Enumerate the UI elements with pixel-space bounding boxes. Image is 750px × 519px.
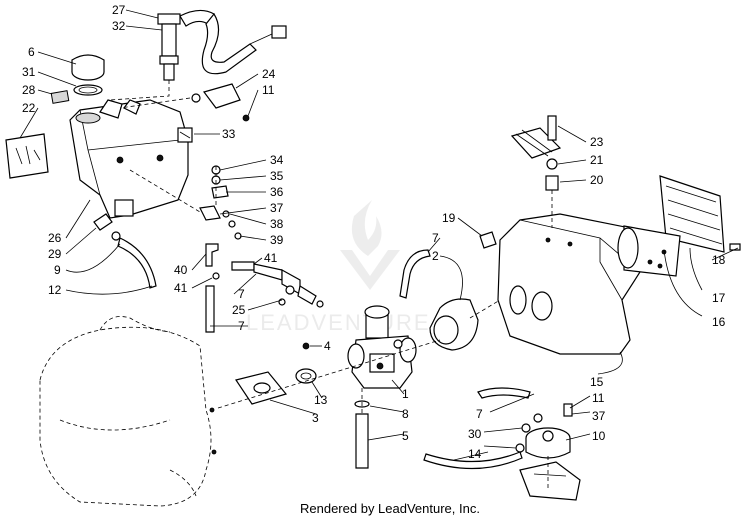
callout-12: 12 xyxy=(48,283,62,297)
footer-credit: Rendered by LeadVenture, Inc. xyxy=(300,501,480,516)
fuel-pump xyxy=(525,427,571,459)
silencer-bracket xyxy=(510,115,562,228)
callout-7: 7 xyxy=(476,407,483,421)
air-silencer-group xyxy=(479,115,741,355)
leader-lines xyxy=(19,9,739,461)
callout-7: 7 xyxy=(238,287,245,301)
callout-34: 34 xyxy=(270,153,284,167)
watermark-text: LEADVENTURE xyxy=(246,310,431,335)
callout-3: 3 xyxy=(312,411,319,425)
callout-37: 37 xyxy=(592,409,606,423)
callout-4: 4 xyxy=(324,339,331,353)
callout-13: 13 xyxy=(314,393,328,407)
callout-37: 37 xyxy=(270,201,284,215)
callout-11: 11 xyxy=(262,83,275,97)
fuel-tee xyxy=(205,243,220,333)
fuel-sender xyxy=(157,9,287,81)
fuel-pump-group xyxy=(423,387,581,501)
callout-40: 40 xyxy=(174,263,188,277)
callout-1: 1 xyxy=(402,387,409,401)
fuel-valve-stack xyxy=(129,165,242,240)
fuel-filter xyxy=(231,261,324,308)
callout-33: 33 xyxy=(222,127,236,141)
vent-bracket xyxy=(191,83,250,122)
callout-26: 26 xyxy=(48,231,62,245)
callout-41: 41 xyxy=(174,281,188,295)
callout-36: 36 xyxy=(270,185,284,199)
watermark: LEADVENTURE xyxy=(246,200,431,335)
callout-25: 25 xyxy=(232,303,246,317)
callout-10: 10 xyxy=(592,429,606,443)
callout-6: 6 xyxy=(28,45,35,59)
callout-20: 20 xyxy=(590,173,604,187)
callout-5: 5 xyxy=(402,429,409,443)
intake-screen xyxy=(617,175,741,277)
callout-39: 39 xyxy=(270,233,284,247)
callout-22: 22 xyxy=(22,101,36,115)
callout-30: 30 xyxy=(468,427,482,441)
callout-31: 31 xyxy=(22,65,36,79)
callout-23: 23 xyxy=(590,135,604,149)
carburetor-group xyxy=(217,249,501,469)
fuel-tank xyxy=(69,99,189,219)
fuel-tank-group xyxy=(5,9,324,333)
callout-7: 7 xyxy=(432,231,439,245)
callout-28: 28 xyxy=(22,83,36,97)
callout-27: 27 xyxy=(112,3,126,17)
callout-17: 17 xyxy=(712,291,726,305)
callout-24: 24 xyxy=(262,67,276,81)
primer-fitting xyxy=(93,213,157,289)
callout-19: 19 xyxy=(442,211,456,225)
intake-flange xyxy=(235,371,288,405)
callout-15: 15 xyxy=(590,375,604,389)
callout-21: 21 xyxy=(590,153,604,167)
callout-11: 11 xyxy=(592,391,605,405)
callout-8: 8 xyxy=(402,407,409,421)
callout-35: 35 xyxy=(270,169,284,183)
callout-32: 32 xyxy=(112,19,126,33)
warning-label xyxy=(5,133,49,179)
callout-18: 18 xyxy=(712,253,726,267)
callout-29: 29 xyxy=(48,247,62,261)
callout-7: 7 xyxy=(238,319,245,333)
callout-14: 14 xyxy=(468,447,482,461)
callout-9: 9 xyxy=(54,263,61,277)
callout-2: 2 xyxy=(432,249,439,263)
callout-41: 41 xyxy=(264,251,278,265)
engine-outline xyxy=(39,316,217,507)
callout-38: 38 xyxy=(270,217,284,231)
callout-numbers: 27 32 6 31 28 22 24 11 33 34 35 36 37 38… xyxy=(22,3,726,461)
callout-16: 16 xyxy=(712,315,726,329)
carburetor xyxy=(347,305,417,389)
